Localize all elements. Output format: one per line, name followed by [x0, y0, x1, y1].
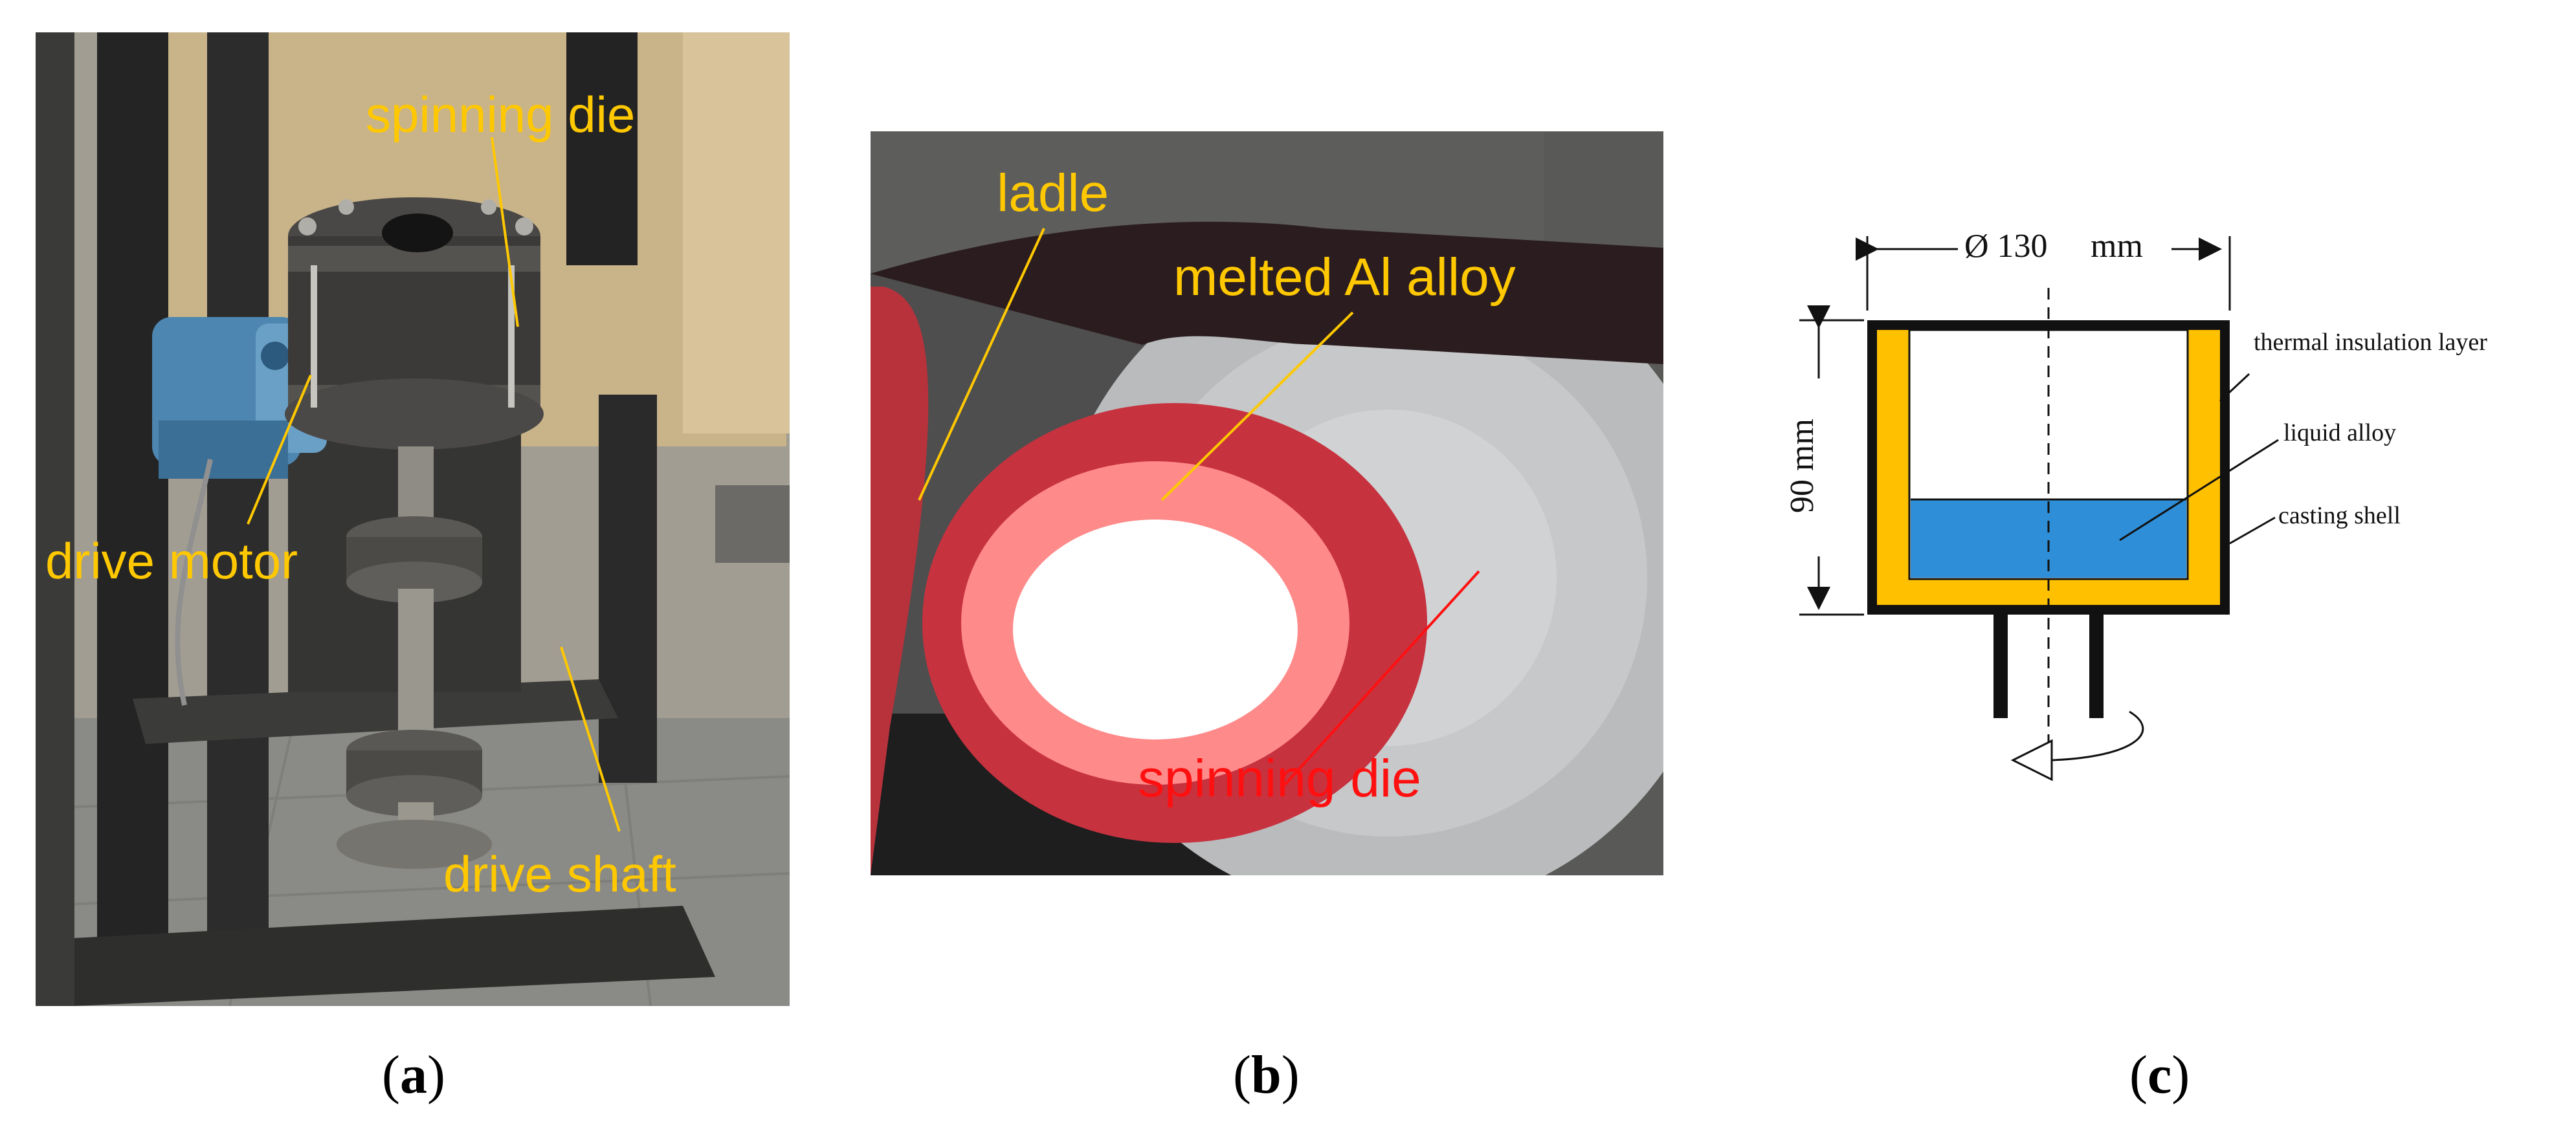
caption-c: (c) [2129, 1045, 2190, 1105]
label-thermal-insulation-layer: thermal insulation layer [2254, 329, 2487, 356]
photo-panel-a: spinning die drive motor drive shaft [36, 32, 790, 1006]
label-drive-motor: drive motor [45, 532, 298, 589]
label-ladle: ladle [997, 164, 1109, 223]
dimension-diameter-unit: mm [2091, 228, 2143, 265]
spinning-rig-photo [36, 32, 790, 1006]
schematic-panel-c: Ø 130 mm 90 mm thermal insulation layer … [1748, 213, 2511, 796]
label-drive-shaft: drive shaft [443, 846, 676, 903]
label-liquid-alloy: liquid alloy [2283, 419, 2397, 446]
dimension-diameter: Ø 130 [1964, 228, 2048, 265]
dimension-height: 90 mm [1784, 419, 1821, 513]
caption-a: (a) [382, 1045, 445, 1105]
ladle-pouring-photo [871, 131, 1663, 875]
label-spinning-die-a: spinning die [366, 86, 636, 143]
label-casting-shell: casting shell [2278, 502, 2401, 529]
caption-b: (b) [1233, 1045, 1300, 1105]
photo-panel-b: ladle melted Al alloy spinning die [871, 131, 1663, 875]
label-melted-al-alloy: melted Al alloy [1173, 248, 1516, 307]
casting-schematic [1799, 236, 2279, 782]
label-spinning-die-b: spinning die [1138, 749, 1421, 808]
